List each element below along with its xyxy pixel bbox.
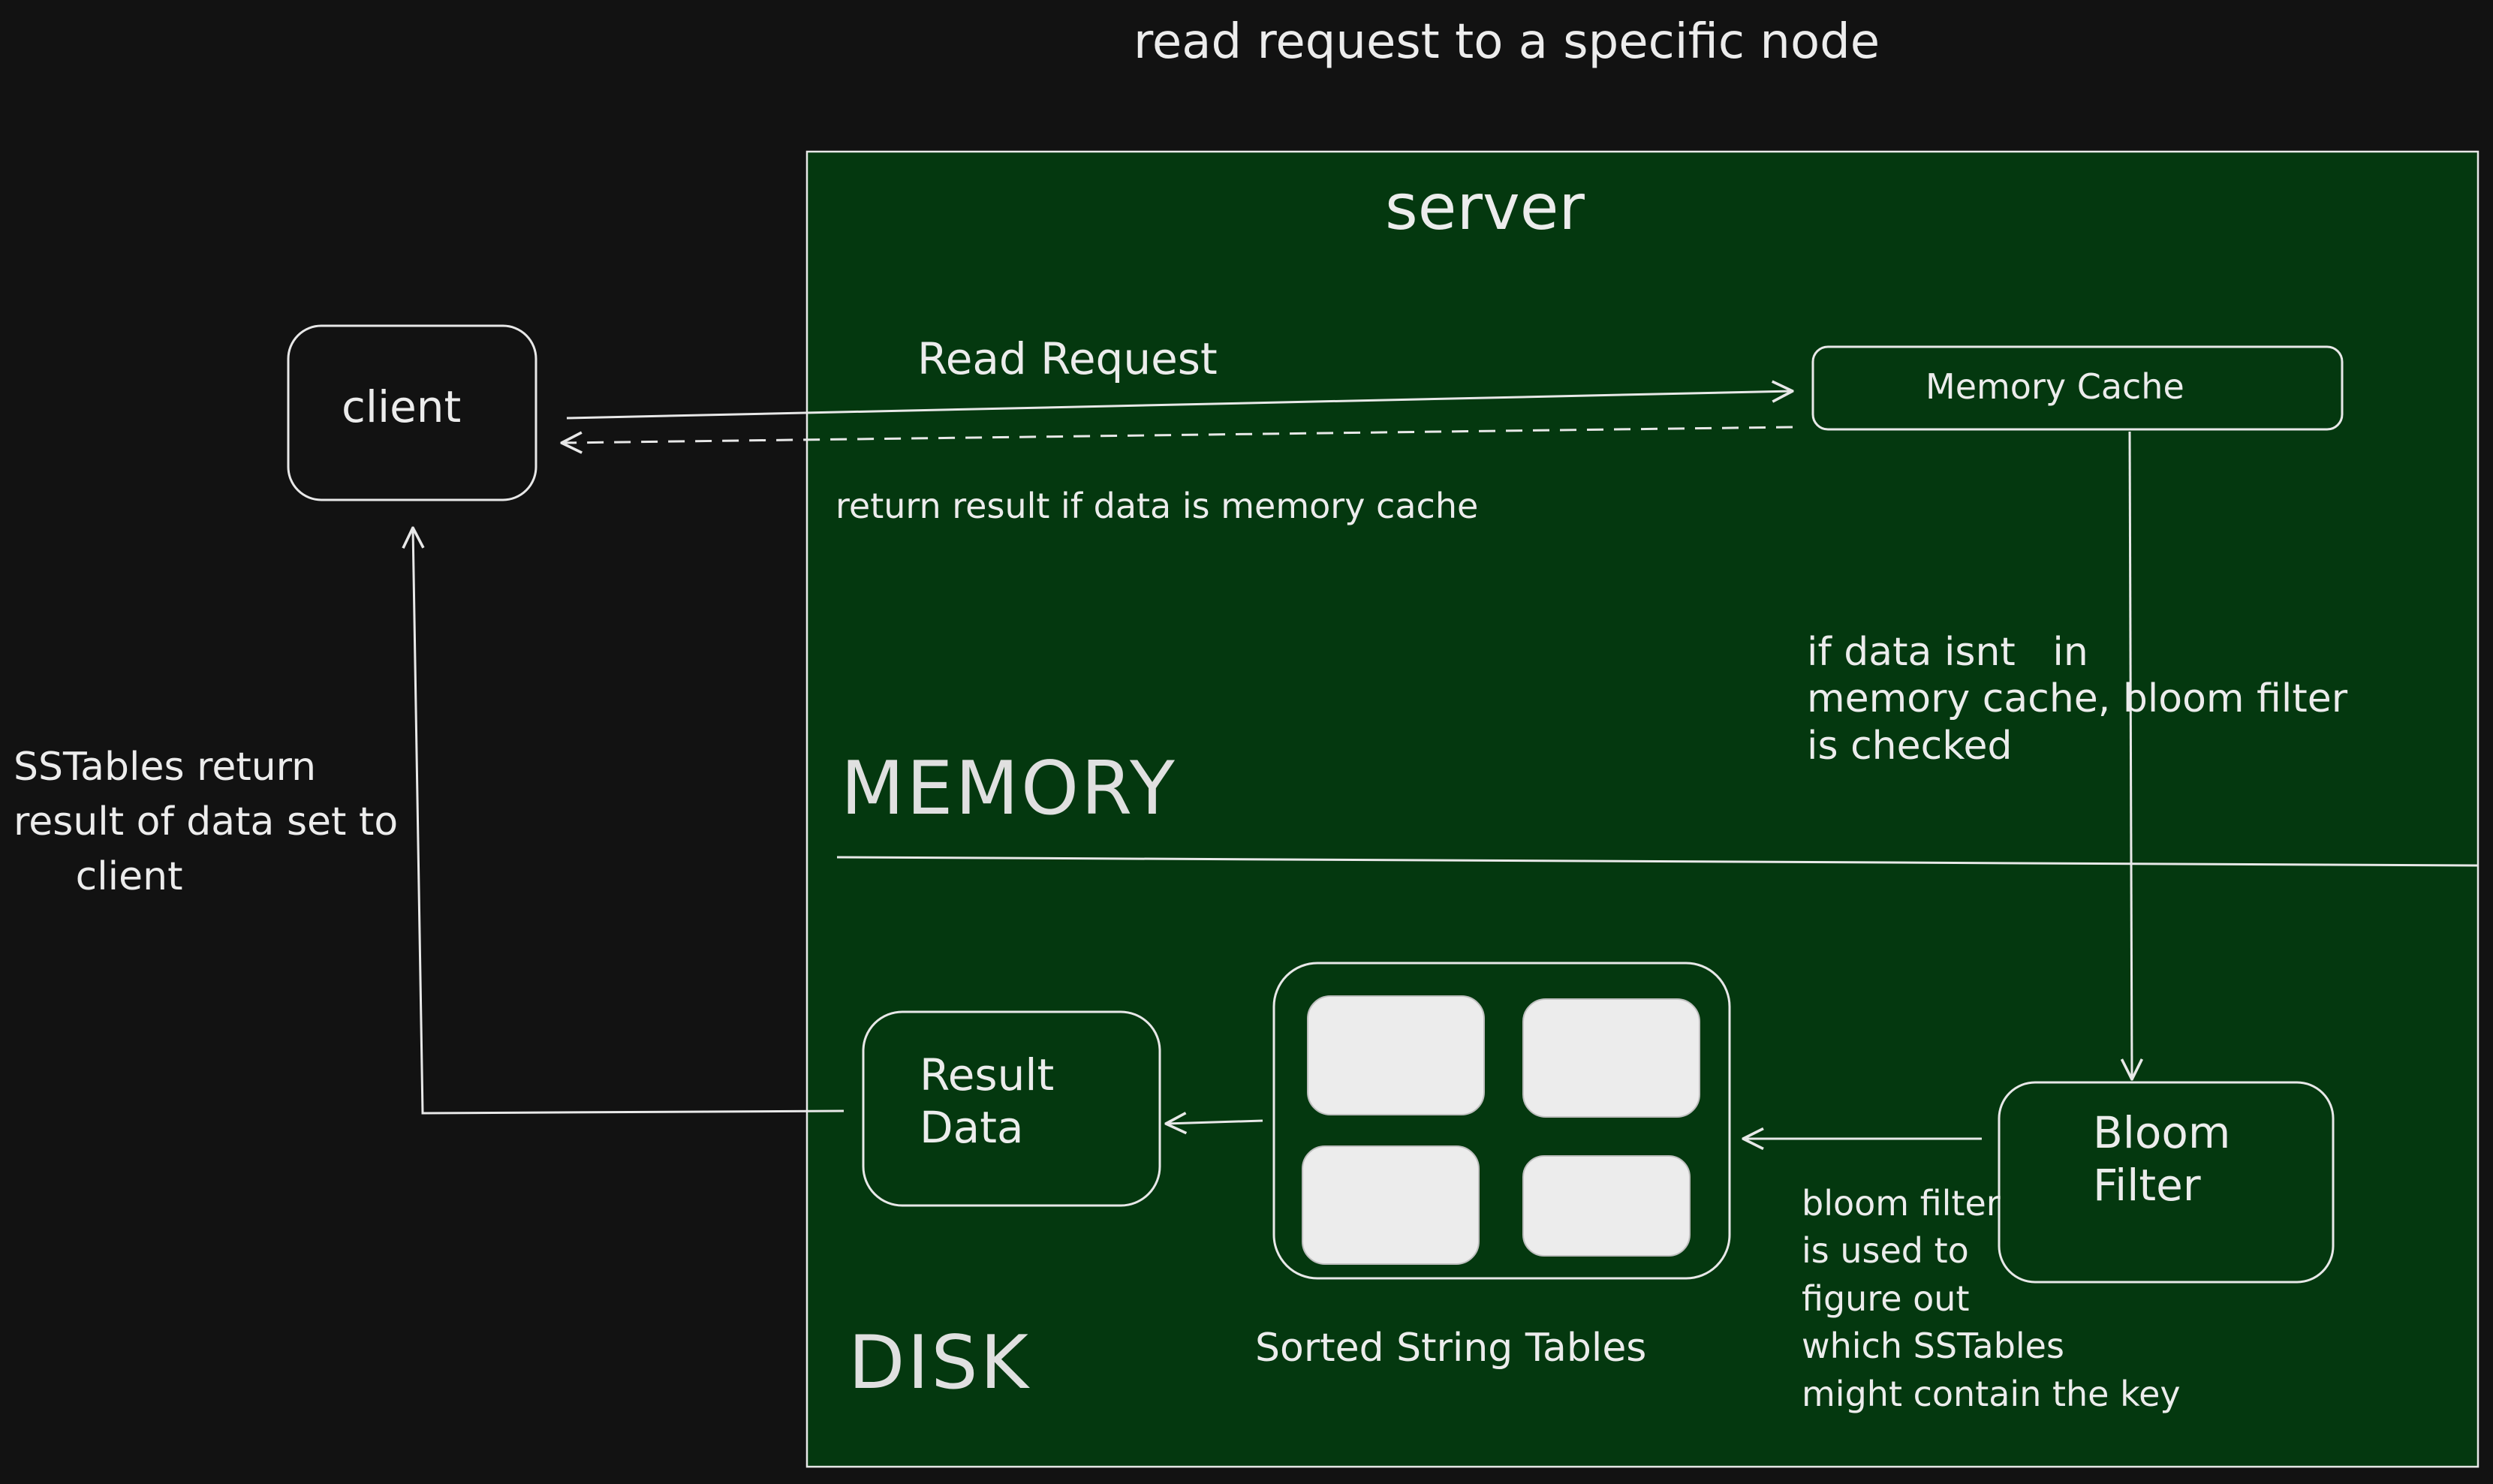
memory-cache-box[interactable]: [1811, 345, 2344, 431]
sstable-return-note: SSTables return result of data set to cl…: [14, 745, 399, 899]
sstable-block-4: [1522, 1155, 1691, 1257]
server-label: server: [1385, 170, 1585, 244]
disk-section-label: DISK: [848, 1320, 1031, 1406]
return-cache-arrow: [562, 426, 1793, 443]
result-data-label: Result Data: [920, 1049, 1055, 1153]
read-request-arrow: [566, 391, 1793, 420]
memory-disk-divider: [836, 856, 2478, 867]
return-cache-label: return result if data is memory cache: [836, 486, 1479, 526]
client-box[interactable]: [287, 324, 537, 501]
result-data-box[interactable]: [862, 1010, 1161, 1207]
cache-to-bloom-arrow: [2130, 431, 2132, 1079]
sstables-label: Sorted String Tables: [1255, 1326, 1647, 1371]
sstables-to-result-arrow: [1166, 1121, 1263, 1124]
bloom-usage-note: bloom filter is used to figure out which…: [1802, 1183, 2181, 1414]
sstable-block-1: [1307, 995, 1485, 1115]
memory-cache-label: Memory Cache: [1925, 366, 2184, 407]
memory-section-label: MEMORY: [841, 746, 1177, 832]
result-to-client-arrow: [413, 528, 845, 1115]
bloom-filter-label: Bloom Filter: [2093, 1107, 2231, 1211]
client-label: client: [342, 381, 462, 432]
read-request-label: Read Request: [917, 333, 1218, 384]
cache-miss-note: if data isnt in memory cache, bloom filt…: [1807, 630, 2348, 769]
page-title: read request to a specific node: [1134, 14, 1880, 70]
bloom-filter-box[interactable]: [1998, 1081, 2335, 1284]
sstable-block-3: [1302, 1145, 1480, 1265]
sstable-block-2: [1522, 998, 1700, 1118]
